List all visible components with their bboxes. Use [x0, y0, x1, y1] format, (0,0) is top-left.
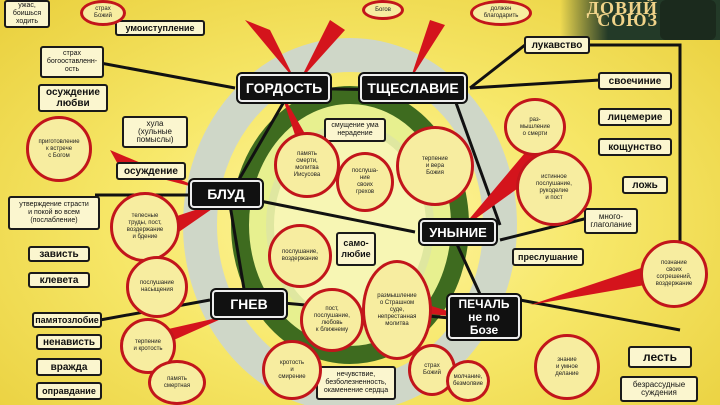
virtue-circle: послуша- ние своих грехов: [336, 152, 394, 212]
logo-mark-icon: [660, 0, 716, 40]
box-utverzhdenie-strasti: утверждение страсти и покой во всем (пос…: [8, 196, 100, 230]
box-nenavist: ненависть: [36, 334, 102, 350]
box-kleveta: клевета: [28, 272, 90, 288]
box-opravdanie: оправдание: [36, 382, 102, 400]
box-koshchunstvo: кощунство: [598, 138, 672, 156]
link-line: [519, 298, 681, 332]
vice-gordost: ГОРДОСТЬ: [238, 74, 330, 102]
box-osuzhdenie: осуждение: [116, 162, 186, 180]
virtue-circle: приготовление к встрече с Богом: [26, 116, 92, 182]
box-lukavstvo: лукавство: [524, 36, 590, 54]
red-arrow: [410, 20, 445, 80]
box-mnogoglagolanie: много- глаголание: [584, 208, 638, 234]
virtue-circle: послушание, воздержание: [268, 224, 332, 288]
virtue-circle: молчание, безмолвие: [446, 360, 490, 402]
link-line: [94, 60, 236, 90]
box-svoechinie: своечиние: [598, 72, 672, 90]
link-line: [228, 204, 247, 296]
box-pamyatozlobie: памятозлобие: [32, 312, 102, 328]
box-lest: лесть: [628, 346, 692, 368]
box-litsemerie: лицемерие: [598, 108, 672, 126]
box-samolyubie: само- любие: [336, 232, 376, 266]
box-preslushanie: преслушание: [512, 248, 584, 266]
virtue-circle: кротость и смирение: [262, 340, 322, 400]
box-khula: хула (хульные помыслы): [122, 116, 188, 148]
channel-logo: ДОВИЙ СОЮЗ: [560, 0, 720, 40]
box-vrazhda: вражда: [36, 358, 102, 376]
virtue-circle: Богов: [362, 0, 404, 20]
box-zavist: зависть: [28, 246, 90, 262]
link-line: [469, 78, 601, 90]
link-line: [453, 239, 487, 306]
link-line: [499, 213, 601, 242]
box-umoistuplenie: умоиступление: [115, 20, 205, 36]
link-line: [560, 43, 682, 300]
virtue-circle: память смерти, молитва Иисусова: [274, 132, 340, 198]
virtue-circle: познание своих согрешений, воздержание: [640, 240, 708, 308]
red-arrow: [530, 265, 650, 305]
link-line: [469, 43, 526, 90]
virtue-circle: послушание насыщения: [126, 256, 188, 318]
box-smushchenie-uma: смущение ума нерадение: [324, 118, 386, 142]
vice-pechal: ПЕЧАЛЬ не по Бозе: [448, 295, 520, 339]
virtue-circle: телесные труды, пост, воздержание и бден…: [110, 192, 180, 262]
box-lozh: ложь: [622, 176, 668, 194]
virtue-circle: раз- мышление о смерти: [504, 98, 566, 156]
vice-blud: БЛУД: [190, 180, 262, 208]
red-arrow: [300, 20, 345, 80]
virtue-circle: должен благодарить: [470, 0, 532, 26]
virtue-circle: знание и умное делание: [534, 334, 600, 400]
vice-tshcheslavie: ТЩЕСЛАВИЕ: [360, 74, 466, 102]
virtue-circle: терпение и вера Божия: [396, 126, 474, 206]
link-line: [228, 99, 287, 196]
virtue-circle: память смертная: [148, 360, 206, 405]
box-nechuvstvie: нечувствие, безболезненность, окаменение…: [316, 366, 396, 400]
red-arrow: [460, 135, 550, 230]
virtue-circle: пост, послушание, любовь к ближнему: [300, 288, 364, 352]
virtue-circle: страх Божий: [80, 0, 126, 26]
virtue-circle: размышление о Страшном суде, непрестанна…: [362, 260, 432, 360]
box-strakh-bogoostavlennosti: страх богооставленн- ость: [40, 46, 104, 78]
box-osuzhdenie-lyubvi: осуждение любви: [38, 84, 108, 112]
red-arrow: [245, 20, 295, 80]
box-uzhas: ужас, боишься ходить: [4, 0, 50, 28]
virtue-circle: истинное послушание, рукоделие и пост: [516, 150, 592, 226]
box-bezrassudnye: безрассудные суждения: [620, 376, 698, 402]
vice-gnev: ГНЕВ: [212, 290, 286, 318]
vice-unynie: УНЫНИЕ: [420, 220, 496, 244]
logo-text: ДОВИЙ СОЮЗ: [586, 0, 658, 30]
